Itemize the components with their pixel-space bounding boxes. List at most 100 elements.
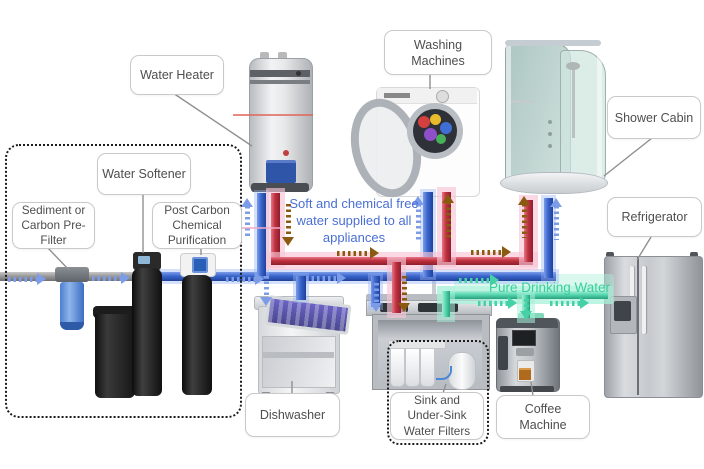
label-water-softener-text: Water Softener	[102, 167, 186, 181]
water-heater-valve	[283, 150, 289, 156]
shower-head	[566, 62, 580, 70]
coffee-screen	[512, 330, 536, 346]
sink-faucet-stem	[432, 272, 436, 296]
drinking-flow-arrow	[478, 297, 517, 309]
label-post-carbon-text: Post Carbon Chemical Purification	[164, 202, 230, 248]
leader-water-heater	[172, 92, 253, 147]
heater-outlet-flow-arrow	[282, 204, 294, 246]
pure-drinking-water-note: Pure Drinking Water	[489, 280, 611, 295]
washer-knob	[436, 90, 449, 103]
sink-drinking-pipe	[442, 291, 450, 317]
coffee-flow-arrow	[520, 299, 532, 320]
label-sink-filters: Sink and Under-Sink Water Filters	[390, 392, 484, 440]
flow-arrow-right	[306, 272, 346, 284]
dishwasher-supply-pipe	[296, 276, 306, 300]
shower-hot-pipe	[524, 200, 533, 262]
shower-hot-flow-arrow	[518, 196, 530, 238]
hot-water-main-pipe	[271, 257, 533, 265]
softener-valve-screen	[138, 256, 150, 264]
fridge-dispenser-recess	[614, 301, 631, 321]
sink-cold-flow-arrow	[370, 283, 382, 312]
coffee-top-band	[496, 318, 558, 328]
label-coffee-machine-text: Coffee Machine	[519, 402, 567, 432]
shower-glass-highlight	[597, 52, 602, 180]
label-water-heater-text: Water Heater	[140, 68, 214, 82]
brine-tank-body	[95, 314, 135, 398]
pre-filter-cap	[55, 267, 89, 282]
washer-laundry	[424, 128, 437, 141]
shower-cold-pipe	[544, 198, 553, 278]
pre-filter-bottom	[60, 322, 84, 330]
label-water-softener: Water Softener	[97, 153, 191, 195]
ro-filter-canister	[405, 348, 420, 387]
coffee-bean-hopper	[498, 336, 508, 370]
label-sink-filters-text: Sink and Under-Sink Water Filters	[403, 393, 471, 438]
label-washing-machines: Washing Machines	[384, 30, 492, 75]
heater-cold-inlet-pipe	[257, 193, 266, 276]
water-heater-band	[250, 80, 310, 84]
fridge-door-gap	[637, 257, 639, 395]
softening-system-box	[5, 144, 242, 418]
drinking-flow-arrow	[550, 297, 589, 309]
sink-hot-flow-arrow	[398, 276, 410, 312]
label-dishwasher-text: Dishwasher	[259, 408, 326, 422]
leader-shower-cabin	[603, 137, 653, 177]
label-water-heater: Water Heater	[130, 55, 224, 95]
shower-pole	[572, 68, 575, 138]
dishwasher-flow-arrow	[260, 276, 272, 306]
coffee-in-cup	[519, 368, 531, 380]
water-heater-base	[251, 183, 309, 192]
washer-cold-pipe	[423, 192, 433, 277]
drinking-flow-arrow	[459, 274, 499, 286]
shower-towel-bar	[511, 100, 535, 103]
washer-laundry	[440, 122, 452, 134]
flow-arrow-right	[92, 272, 130, 284]
coffee-drip-tray	[500, 386, 554, 392]
heater-hot-outlet-pipe	[271, 193, 280, 263]
softener-tank-body	[132, 268, 162, 396]
shower-cold-flow-arrow	[550, 198, 562, 240]
label-coffee-machine: Coffee Machine	[496, 395, 590, 439]
water-heater-label-panel	[266, 160, 296, 183]
label-sediment-pre-filter-text: Sediment or Carbon Pre-Filter	[21, 202, 86, 248]
under-sink-filter-box	[387, 340, 489, 445]
washer-laundry	[436, 134, 446, 144]
fridge-handle-right	[642, 266, 646, 334]
shower-base-tray	[500, 172, 608, 194]
label-shower-cabin-text: Shower Cabin	[614, 110, 694, 125]
label-dishwasher: Dishwasher	[245, 393, 340, 437]
dishwasher-handle	[262, 352, 334, 358]
washer-cold-flow-arrow	[412, 196, 424, 240]
label-post-carbon: Post Carbon Chemical Purification	[152, 202, 242, 249]
water-heater-gauge-dot	[296, 71, 301, 76]
shower-jet	[548, 120, 552, 124]
shower-jet	[548, 132, 552, 136]
washer-display	[384, 93, 410, 98]
ro-filter-canister	[420, 348, 435, 387]
washer-hot-flow-arrow	[442, 194, 454, 240]
post-carbon-valve-display	[192, 257, 208, 273]
post-carbon-tank-body	[182, 275, 212, 395]
ro-storage-tank	[448, 352, 476, 390]
label-refrigerator-text: Refrigerator	[621, 210, 688, 224]
coffee-group-head	[516, 348, 534, 356]
sink-backsplash	[366, 294, 490, 302]
sink-bowl	[418, 303, 458, 312]
sink-hot-pipe	[392, 262, 401, 313]
label-washing-machines-text: Washing Machines	[411, 37, 465, 68]
washer-laundry	[430, 114, 441, 125]
label-refrigerator: Refrigerator	[607, 197, 702, 237]
shower-jet	[548, 144, 552, 148]
heater-inlet-flow-arrow	[241, 198, 253, 238]
label-shower-cabin: Shower Cabin	[607, 96, 701, 139]
hot-flow-arrow-right	[337, 247, 379, 259]
flow-arrow-right	[8, 273, 46, 285]
cold-water-main-pipe	[150, 272, 556, 281]
fridge-hinge	[690, 252, 698, 257]
hot-flow-arrow-right	[471, 246, 511, 258]
ro-tube	[436, 366, 452, 380]
water-heater-top-pipe	[278, 52, 287, 60]
water-heater-top-pipe	[260, 52, 269, 60]
shower-glass-highlight	[506, 46, 511, 180]
